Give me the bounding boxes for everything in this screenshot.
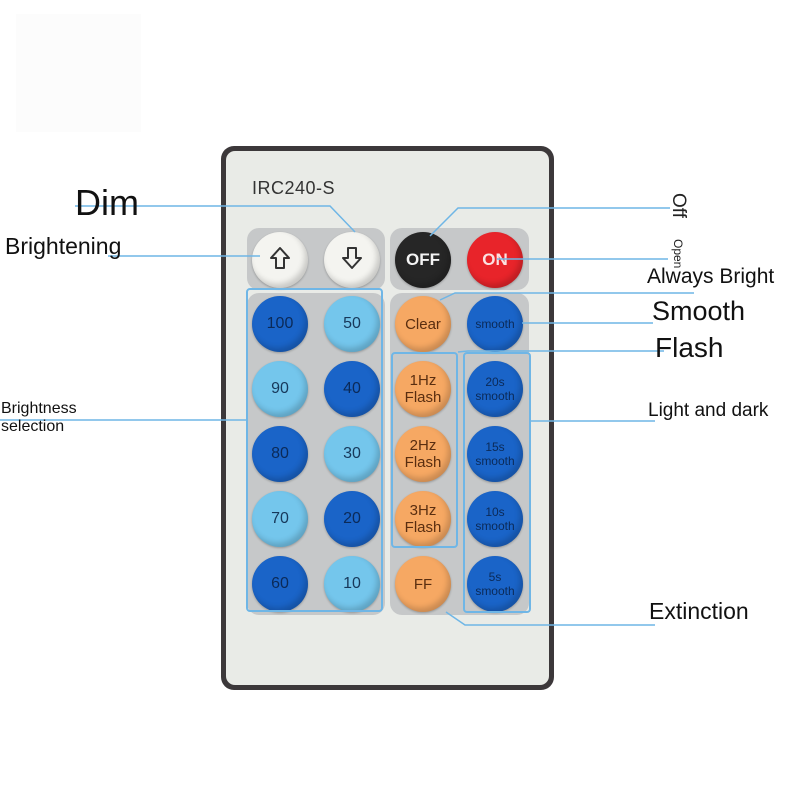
flash-1hz-button[interactable]: 1Hz Flash xyxy=(395,361,451,417)
fade-10s-button[interactable]: 10s smooth xyxy=(467,491,523,547)
fade-20s-mode: smooth xyxy=(475,389,515,403)
clear-button[interactable]: Clear xyxy=(395,296,451,352)
brightness-50-button[interactable]: 50 xyxy=(324,296,380,352)
always-bright-callout-line xyxy=(439,292,694,301)
on-button[interactable]: ON xyxy=(467,232,523,288)
off-button[interactable]: OFF xyxy=(395,232,451,288)
flash-2hz-mode: Flash xyxy=(404,454,442,471)
fade-15s-button[interactable]: 15s smooth xyxy=(467,426,523,482)
brightness-10-button[interactable]: 10 xyxy=(324,556,380,612)
brightness-70-button[interactable]: 70 xyxy=(252,491,308,547)
fade-5s-button[interactable]: 5s smooth xyxy=(467,556,523,612)
open-label: Open xyxy=(671,239,685,269)
dim-button[interactable] xyxy=(324,232,380,288)
fade-15s-time: 15s xyxy=(485,440,505,454)
model-number: IRC240-S xyxy=(252,178,336,198)
extinction-label: Extinction xyxy=(649,598,749,624)
fade-group-outline xyxy=(463,352,531,613)
brightening-button[interactable] xyxy=(252,232,308,288)
background-patch xyxy=(16,14,141,132)
flash-3hz-rate: 3Hz xyxy=(409,502,437,519)
brightness-90-button[interactable]: 90 xyxy=(252,361,308,417)
flash-1hz-rate: 1Hz xyxy=(409,372,437,389)
brightness-40-button[interactable]: 40 xyxy=(324,361,380,417)
fade-15s-mode: smooth xyxy=(475,454,515,468)
brightness-selection-label-line2: selection xyxy=(1,418,65,435)
flash-1hz-mode: Flash xyxy=(404,389,442,406)
fade-20s-button[interactable]: 20s smooth xyxy=(467,361,523,417)
ff-button[interactable]: FF xyxy=(395,556,451,612)
fade-5s-time: 5s xyxy=(488,570,502,584)
remote-face: IRC240-S OFF ON 100 50 90 40 80 30 70 20… xyxy=(226,151,549,685)
down-arrow-icon xyxy=(339,245,365,276)
dim-label: Dim xyxy=(75,182,139,223)
flash-3hz-button[interactable]: 3Hz Flash xyxy=(395,491,451,547)
smooth-label: Smooth xyxy=(652,296,746,326)
light-and-dark-label: Light and dark xyxy=(648,400,769,421)
fade-10s-mode: smooth xyxy=(475,519,515,533)
fade-10s-time: 10s xyxy=(485,505,505,519)
brightness-100-button[interactable]: 100 xyxy=(252,296,308,352)
extinction-callout-line xyxy=(445,611,655,626)
off-callout-line xyxy=(429,207,670,237)
brightness-60-button[interactable]: 60 xyxy=(252,556,308,612)
flash-2hz-rate: 2Hz xyxy=(409,437,437,454)
flash-label: Flash xyxy=(655,332,724,363)
fade-5s-mode: smooth xyxy=(475,584,515,598)
brightness-20-button[interactable]: 20 xyxy=(324,491,380,547)
fade-20s-time: 20s xyxy=(485,375,505,389)
off-label: Off xyxy=(668,193,689,218)
flash-group-outline xyxy=(391,352,458,548)
brightness-30-button[interactable]: 30 xyxy=(324,426,380,482)
smooth-button[interactable]: smooth xyxy=(467,296,523,352)
up-arrow-icon xyxy=(267,245,293,276)
brightness-group-outline xyxy=(246,288,383,612)
flash-3hz-mode: Flash xyxy=(404,519,442,536)
brightening-label: Brightening xyxy=(5,233,122,259)
dim-callout-line xyxy=(75,205,356,233)
always-bright-label: Always Bright xyxy=(647,265,775,288)
brightness-selection-label-line1: Brightness xyxy=(1,400,77,417)
remote-control: IRC240-S OFF ON 100 50 90 40 80 30 70 20… xyxy=(221,146,554,690)
brightness-80-button[interactable]: 80 xyxy=(252,426,308,482)
flash-2hz-button[interactable]: 2Hz Flash xyxy=(395,426,451,482)
flash-callout-line xyxy=(457,350,664,353)
